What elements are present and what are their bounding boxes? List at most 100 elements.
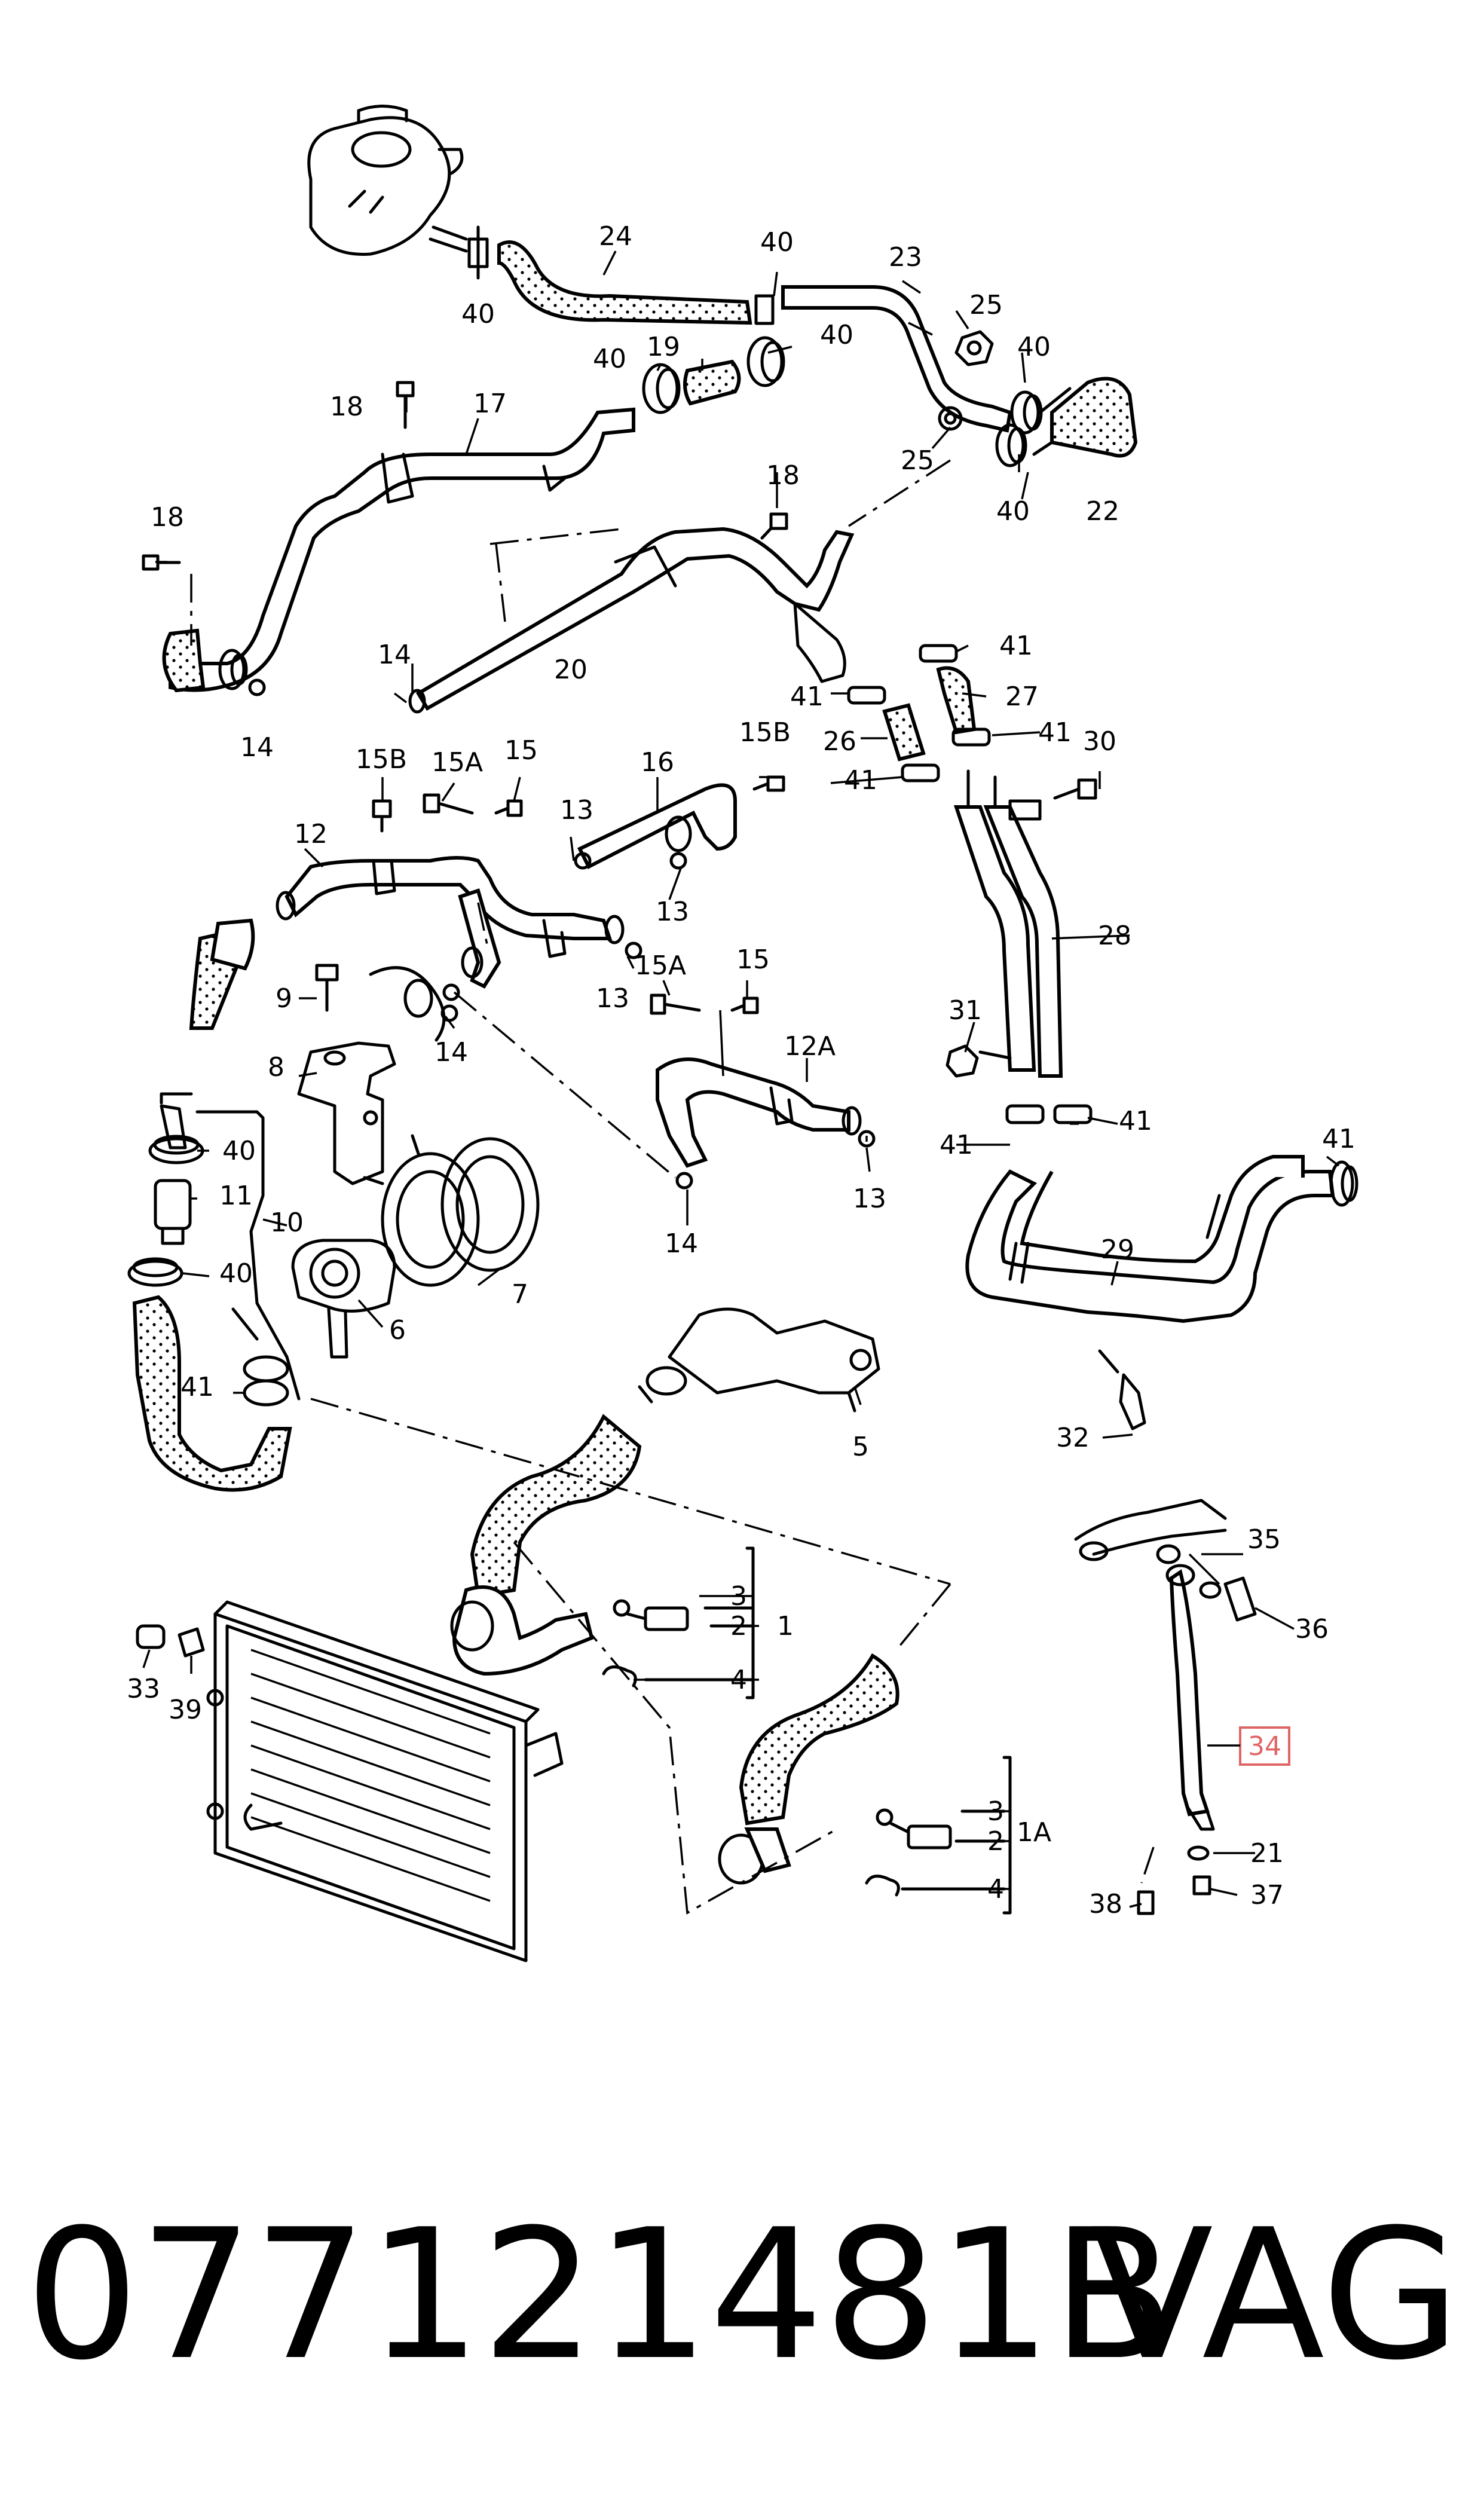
- callout-16: 16: [641, 747, 674, 778]
- callout-20: 20: [554, 655, 588, 685]
- callout-40: 40: [219, 1258, 253, 1289]
- hose-27: [936, 666, 977, 735]
- hose-10-lower: [132, 1295, 292, 1492]
- callout-18: 18: [766, 460, 800, 491]
- callout-4: 4: [730, 1665, 747, 1695]
- callout-14: 14: [240, 732, 274, 763]
- callout-19: 19: [647, 332, 680, 362]
- callout-38: 38: [1089, 1889, 1122, 1919]
- callout-15A: 15A: [635, 950, 686, 981]
- callout-40: 40: [1017, 332, 1051, 362]
- callout-14: 14: [435, 1037, 468, 1068]
- pipe-12: [284, 856, 613, 940]
- bolt-30: [1053, 778, 1097, 800]
- bolt-15A-a: [423, 793, 474, 815]
- nut-25-b: [938, 406, 963, 431]
- callout-2: 2: [987, 1826, 1004, 1857]
- callout-10: 10: [270, 1207, 304, 1238]
- pipe-23: [781, 285, 1012, 433]
- callout-15: 15: [504, 735, 538, 766]
- clamp-41-h: [243, 1355, 289, 1407]
- pipe-28b: [983, 805, 1063, 1078]
- callout-40: 40: [996, 496, 1030, 527]
- callout-26: 26: [823, 726, 856, 757]
- bracket-8: [297, 1041, 396, 1185]
- callout-11: 11: [219, 1181, 253, 1211]
- callout-40: 40: [593, 344, 626, 374]
- bolt-18-a: [396, 381, 415, 429]
- callout-15: 15: [736, 944, 770, 975]
- callout-25: 25: [901, 445, 934, 476]
- callout-40: 40: [820, 320, 853, 350]
- pipe-34: [1169, 1569, 1210, 1817]
- callout-24: 24: [599, 221, 632, 252]
- callout-28: 28: [1098, 921, 1131, 951]
- hose-1A: [739, 1653, 899, 1826]
- nut-25-a: [954, 330, 994, 366]
- callout-12A: 12A: [784, 1031, 836, 1062]
- clamp-41-c: [951, 727, 991, 747]
- callout-15B: 15B: [739, 717, 791, 748]
- callout-41: 41: [940, 1130, 973, 1160]
- oring-35: [1156, 1544, 1222, 1599]
- pipe-20: [415, 527, 855, 711]
- callout-14: 14: [665, 1228, 698, 1259]
- callout-35: 35: [1247, 1524, 1281, 1555]
- connector-11: [154, 1179, 192, 1245]
- callout-1: 1: [777, 1611, 794, 1641]
- temp-sensor-2-a: [613, 1599, 689, 1631]
- sensor-flange: [381, 453, 414, 504]
- callout-2: 2: [730, 1611, 747, 1641]
- callout-37: 37: [1250, 1880, 1284, 1910]
- callout-14: 14: [378, 640, 411, 670]
- callout-27: 27: [1005, 681, 1039, 712]
- callout-18: 18: [330, 392, 363, 422]
- callout-39: 39: [169, 1695, 202, 1725]
- bolt-15-b: [730, 996, 759, 1014]
- bushing-33: [136, 1624, 166, 1649]
- pipe-28: [953, 805, 1036, 1072]
- bolt-38: [1137, 1890, 1155, 1915]
- clamp-40-g: [148, 1135, 204, 1164]
- clamp-41-d: [901, 763, 940, 782]
- clamp-40-b: [754, 294, 775, 325]
- callout-41: 41: [180, 1372, 214, 1402]
- hose-1: [470, 1414, 642, 1598]
- callout-41: 41: [844, 765, 877, 796]
- hose-24: [497, 240, 752, 325]
- callout-5: 5: [852, 1432, 869, 1462]
- callout-17: 17: [473, 389, 507, 419]
- callout-25: 25: [969, 290, 1003, 320]
- callout-15A: 15A: [432, 747, 483, 778]
- callout-40: 40: [222, 1136, 256, 1166]
- brand-name: VAG: [1091, 2191, 1461, 2399]
- clamp-41-g: [1329, 1160, 1358, 1207]
- callout-15B: 15B: [356, 744, 407, 775]
- bolt-15-a: [494, 799, 523, 817]
- callout-21: 21: [1250, 1838, 1284, 1869]
- oring-14-a: [248, 678, 266, 696]
- nut-31: [946, 1044, 979, 1078]
- callout-4: 4: [987, 1874, 1004, 1904]
- pipe-12A: [656, 1057, 850, 1168]
- clip-39: [178, 1627, 205, 1658]
- bracket-5: [668, 1307, 880, 1395]
- bracket-35-area: [1074, 1499, 1227, 1556]
- bolt-15B-a: [372, 799, 392, 833]
- clamp-41-a: [919, 644, 958, 663]
- callout-33: 33: [127, 1674, 160, 1704]
- throttle-body-7: [363, 1134, 540, 1287]
- clamp-41-f: [1053, 1104, 1093, 1124]
- bolt-15A-b: [650, 993, 701, 1015]
- bolt-18-c: [760, 512, 788, 540]
- callout-22: 22: [1086, 496, 1119, 527]
- callout-3: 3: [730, 1581, 747, 1612]
- part-number: 077121481B: [25, 2191, 1175, 2399]
- clamp-40-d: [642, 363, 681, 414]
- hose-19: [683, 359, 741, 406]
- callout-32: 32: [1056, 1423, 1090, 1453]
- clamp-41-e: [1005, 1104, 1045, 1124]
- callout-13: 13: [853, 1184, 886, 1214]
- water-pump-6: [291, 1239, 396, 1359]
